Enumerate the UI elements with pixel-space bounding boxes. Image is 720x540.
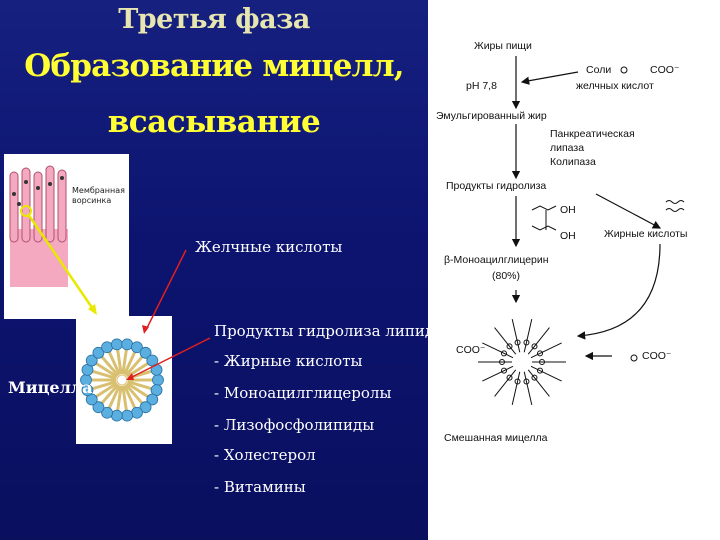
micelle-tail — [90, 369, 117, 380]
slide-panel: Третья фаза Образование мицелл, всасыван… — [0, 0, 428, 540]
coo-right-label: COO⁻ — [642, 350, 672, 362]
micelle-head — [139, 401, 152, 414]
micelle-tail — [126, 381, 150, 399]
mixed-micelle-spoke — [494, 369, 517, 397]
micelle-head — [92, 346, 105, 359]
mixed-micelle-spoke — [482, 342, 514, 359]
mixed-micelle-ring — [523, 339, 530, 346]
mixed-micelle-ring — [500, 350, 507, 357]
micelle-tail — [127, 380, 154, 391]
mixed-micelle-spoke — [527, 369, 550, 397]
mixed-micelle-ring — [514, 339, 521, 346]
micelle-tail — [126, 361, 150, 379]
mixed-micelle-spoke — [511, 371, 521, 406]
red-arrow-products — [129, 337, 211, 379]
red-arrowhead-bile — [142, 325, 149, 334]
micelle-drawing — [80, 338, 164, 422]
digestion-scheme: Жиры пищи pH 7,8 Соли COO⁻ желчных кисло… — [428, 0, 720, 540]
bile-salts-label-2: желчных кислот — [576, 80, 654, 92]
mixed-micelle-spoke — [494, 327, 517, 355]
micelle-tail — [99, 354, 120, 377]
hydrolysis-products-label: Продукты гидролиза — [446, 180, 547, 192]
mixed-micelle-spoke — [511, 318, 521, 353]
arrows-overlay — [26, 213, 211, 380]
product-item-vitamins: - Витамины — [214, 478, 306, 496]
micelle-tail — [123, 384, 137, 410]
micelle-tail — [123, 350, 137, 376]
yellow-arrow — [26, 213, 97, 313]
products-heading: Продукты гидролиза липидов: — [214, 322, 428, 340]
micelle-tail — [94, 361, 118, 379]
micelle-label: Мицелла — [8, 378, 93, 397]
food-fats-label: Жиры пищи — [474, 40, 532, 52]
mixed-micelle-spoke — [523, 318, 533, 353]
micelle-head — [85, 354, 98, 367]
mixed-micelle-ring — [514, 378, 521, 385]
colipase-label: Колипаза — [550, 156, 596, 168]
micelle-tail — [107, 350, 121, 376]
mixed-micelle-spoke — [530, 342, 562, 359]
villi-caption-1: Мембранная — [72, 186, 125, 195]
mixed-micelle-ring — [506, 343, 513, 350]
micelle-head — [146, 393, 159, 406]
bile-acids-label: Желчные кислоты — [195, 238, 343, 256]
yellow-arrowhead — [88, 304, 97, 315]
mixed-micelle-ring — [531, 343, 538, 350]
villi-caption-2: ворсинка — [72, 196, 112, 205]
fatty-acids-label: Жирные кислоты — [604, 228, 688, 240]
micelle-head — [139, 346, 152, 359]
micelle-tail — [94, 381, 118, 399]
micelle-tail — [90, 380, 117, 391]
slide-title-line2: Образование мицелл, — [24, 48, 404, 84]
villi-drawing — [9, 165, 68, 287]
monoacylglycerol-label: β-Моноацилглицерин — [444, 254, 549, 266]
micelle-image — [76, 316, 172, 444]
mixed-micelle-ring — [523, 378, 530, 385]
micelle-tail — [124, 383, 145, 406]
product-item-lysophospholipids: - Лизофосфолипиды — [214, 416, 375, 434]
monoacylglycerol-percent: (80%) — [492, 270, 521, 282]
lipase-label-1: Панкреатическая — [550, 128, 635, 140]
mixed-micelle-ring — [499, 359, 505, 365]
product-item-monoacylglycerols: - Моноацилглицеролы — [214, 384, 392, 402]
micelle-head — [92, 401, 105, 414]
mixed-micelle-spoke — [527, 327, 550, 355]
micelle-tail — [121, 348, 129, 375]
micelle-tail — [121, 385, 129, 412]
lipase-label-2: липаза — [550, 142, 585, 154]
ph-label: pH 7,8 — [466, 80, 497, 92]
intestinal-villi-image: Мембранная ворсинка — [4, 154, 129, 319]
product-item-cholesterol: - Холестерол — [214, 446, 316, 464]
mixed-micelle-ring — [537, 350, 544, 357]
micelle-head — [101, 406, 113, 419]
scheme-lines — [478, 56, 685, 406]
mixed-micelle-ring — [531, 374, 538, 381]
mixed-micelle-spoke — [530, 365, 562, 382]
micelle-tail — [99, 383, 120, 406]
emulsified-fat-label: Эмульгированный жир — [436, 110, 547, 122]
bile-salts-coo: COO⁻ — [650, 64, 680, 76]
mixed-micelle-spoke — [482, 365, 514, 382]
micelle-head — [131, 341, 143, 354]
mixed-micelle-ring — [537, 367, 544, 374]
product-item-fatty-acids: - Жирные кислоты — [214, 352, 363, 370]
red-arrowhead-products — [126, 373, 134, 380]
red-arrow-bile — [145, 249, 187, 331]
slide-title-line3: всасывание — [107, 104, 321, 140]
mixed-micelle-ring — [506, 374, 513, 381]
mixed-micelle-spoke — [523, 371, 533, 406]
micelle-tail — [107, 384, 121, 410]
mixed-micelle-drawing — [478, 318, 566, 406]
oh-label-2: OH — [560, 230, 576, 242]
micelle-tail — [115, 385, 123, 412]
bile-salts-label: Соли — [586, 64, 612, 76]
slide-title-phase: Третья фаза — [118, 4, 310, 35]
micelle-tail — [124, 354, 145, 377]
mixed-micelle-ring — [539, 359, 545, 365]
oh-label-1: OH — [560, 204, 576, 216]
mixed-micelle-label: Смешанная мицелла — [444, 432, 548, 444]
coo-left-label: COO⁻ — [456, 344, 486, 356]
mixed-micelle-ring — [500, 367, 507, 374]
micelle-tail — [115, 348, 123, 375]
